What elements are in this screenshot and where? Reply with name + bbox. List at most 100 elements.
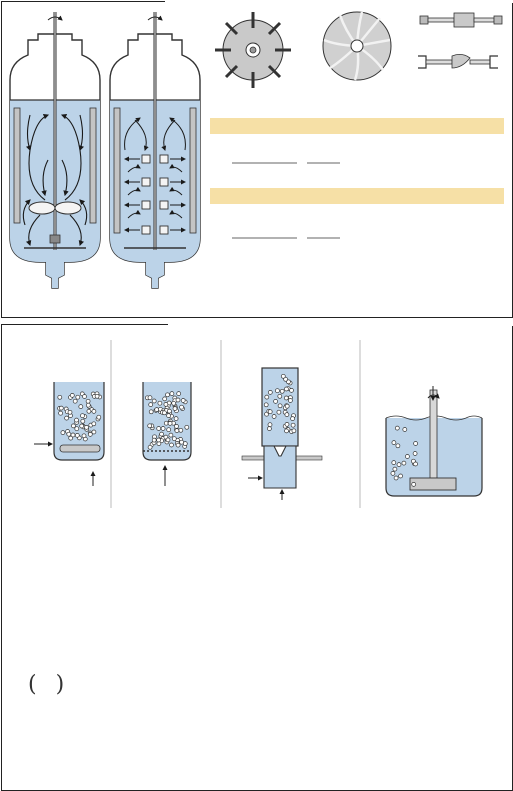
bubble <box>175 397 181 403</box>
bubble <box>390 471 396 476</box>
bubble <box>80 418 86 424</box>
bubble <box>64 415 69 421</box>
bubble <box>267 422 273 428</box>
empty-parentheses: ( ) <box>28 672 71 697</box>
bubble <box>57 394 63 400</box>
bubble <box>68 435 74 441</box>
bubble <box>96 414 102 420</box>
bubble <box>148 402 154 407</box>
bubble <box>284 403 290 409</box>
bubble <box>284 428 289 434</box>
bubble <box>151 437 157 443</box>
bubble <box>267 426 272 431</box>
bubble <box>154 407 160 412</box>
bubble <box>290 416 295 421</box>
bubble <box>178 427 184 433</box>
bubble <box>271 414 277 419</box>
bubble <box>284 412 290 417</box>
bubble <box>66 431 72 437</box>
self-inducing-agitator <box>385 386 483 497</box>
bubble <box>151 398 157 404</box>
bubble <box>394 425 400 431</box>
bubble <box>405 454 410 459</box>
baffle-left <box>13 107 21 224</box>
bubble <box>174 424 179 429</box>
bubble <box>78 404 84 409</box>
bubble <box>157 400 163 406</box>
bubble <box>173 416 179 421</box>
bubble <box>147 395 153 401</box>
bubble <box>279 388 285 394</box>
bubble <box>165 437 171 443</box>
bubble <box>184 424 190 430</box>
bubble <box>284 422 290 427</box>
bubble <box>182 441 188 446</box>
bubble <box>283 376 288 382</box>
baffle-right <box>89 107 97 224</box>
bubble <box>174 428 180 433</box>
bubble <box>167 421 173 426</box>
bubble <box>86 408 92 414</box>
bubble <box>402 427 408 432</box>
bubble <box>70 432 76 438</box>
bubble <box>273 399 278 404</box>
bubble <box>147 444 153 450</box>
bubble <box>401 460 407 466</box>
bubble <box>289 388 294 393</box>
bubble <box>74 426 80 432</box>
bubble <box>74 417 79 423</box>
bubble <box>267 390 273 395</box>
rotation-arrow-icon <box>47 15 63 21</box>
impeller-blade-left <box>28 201 56 215</box>
bubble <box>148 409 154 415</box>
bubble <box>391 460 397 465</box>
bubble <box>179 404 184 410</box>
highlight-band-2 <box>210 188 504 204</box>
multi-impeller-tank <box>109 12 201 289</box>
flexible-coupling-shaft-icon <box>418 54 498 69</box>
bubble <box>85 402 91 408</box>
bubble <box>69 393 75 398</box>
bubble <box>84 425 89 430</box>
bubble <box>169 391 175 396</box>
bubble <box>82 394 87 399</box>
bubble <box>277 403 283 409</box>
bubble <box>288 398 293 403</box>
bubble <box>395 443 401 449</box>
bubble <box>156 426 162 431</box>
bubble <box>169 442 174 448</box>
bubble <box>159 431 164 437</box>
bubble <box>175 442 181 448</box>
top-panel-tab <box>165 0 513 3</box>
bubble <box>275 388 280 394</box>
bubble <box>162 410 167 416</box>
bubble <box>71 423 76 429</box>
bubble <box>172 406 178 411</box>
bubble <box>91 409 97 414</box>
bubble <box>180 398 186 403</box>
bubble <box>81 433 87 439</box>
bubble <box>147 423 153 429</box>
bubble <box>58 405 64 411</box>
bubble <box>413 461 418 467</box>
bubble <box>166 413 171 418</box>
bubble <box>74 433 80 438</box>
bubble <box>80 413 85 419</box>
bubble <box>167 408 172 414</box>
bubble <box>67 409 73 415</box>
bubble <box>75 394 81 400</box>
bubble <box>85 398 91 404</box>
bubble <box>58 410 63 416</box>
bubble <box>165 392 170 398</box>
bubble <box>171 436 177 442</box>
bubble <box>391 440 397 445</box>
bubble <box>413 441 418 446</box>
bubble <box>87 432 93 437</box>
bubble <box>166 427 172 433</box>
bubble <box>79 423 85 429</box>
bubble <box>280 373 286 379</box>
bubble <box>160 426 166 431</box>
sparger-ring-tank <box>34 382 105 486</box>
bubble <box>412 451 418 456</box>
highlight-band-1 <box>210 118 504 134</box>
